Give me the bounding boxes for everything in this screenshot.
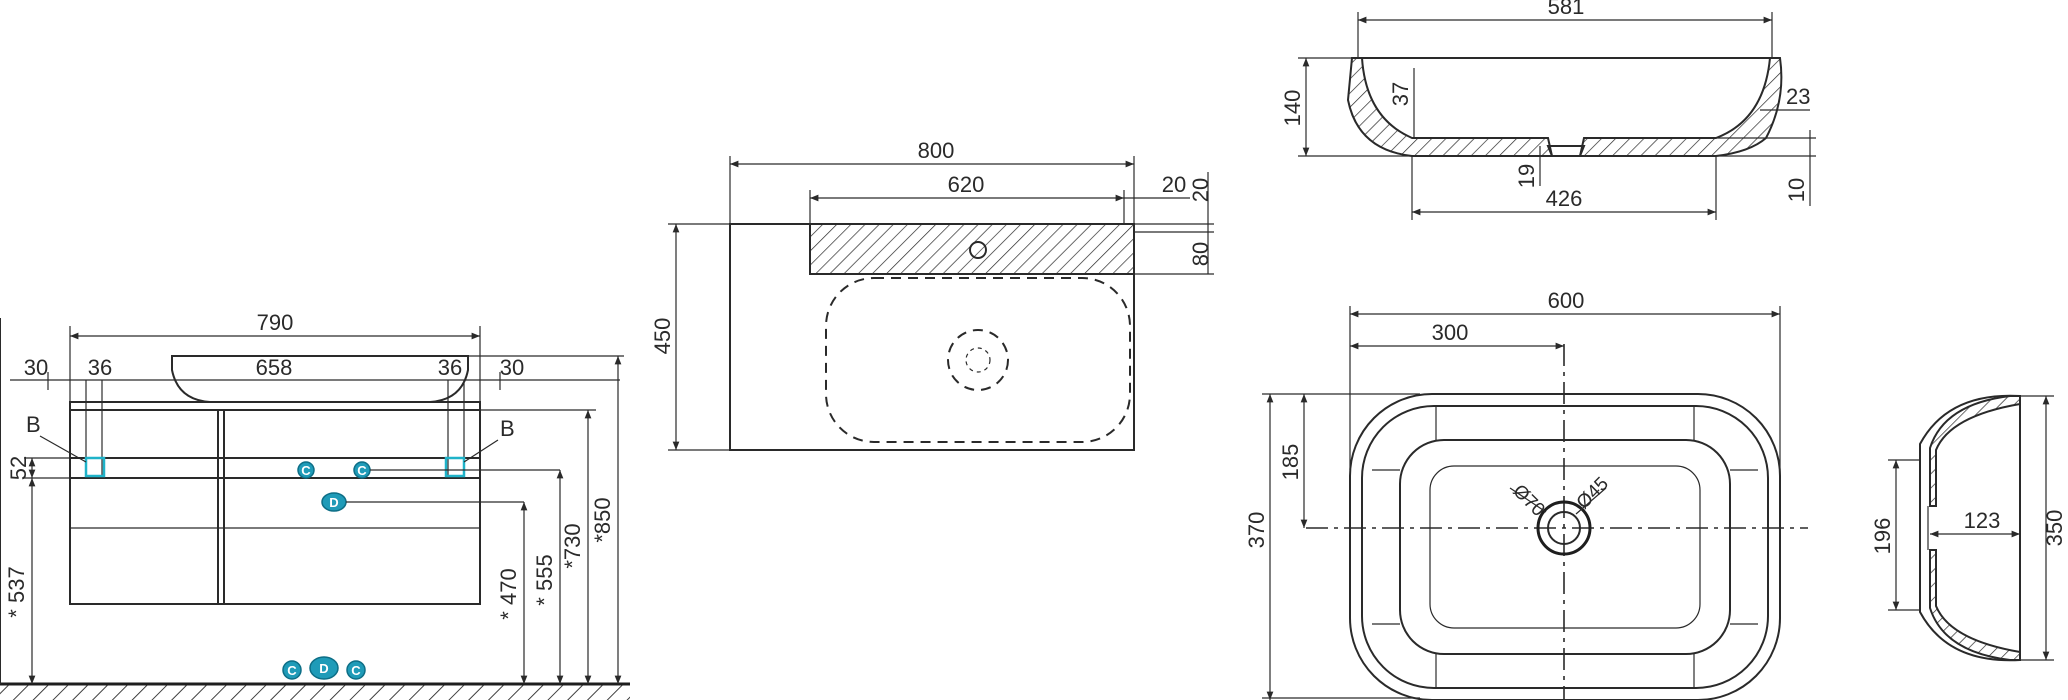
dim-text-10: 10: [1784, 178, 1809, 202]
dim-text-123: 123: [1964, 508, 2001, 533]
floor-marker-c-right: [346, 660, 366, 680]
dim-text-30-left: 30: [24, 355, 48, 380]
dim-text-19: 19: [1514, 164, 1539, 188]
side-outline: [1919, 394, 2021, 662]
dim-text-730: *730: [560, 523, 585, 568]
floor-marker-c-left: [282, 660, 302, 680]
dim-text-20-right: 20: [1162, 172, 1186, 197]
basin-section-right: [1578, 57, 1783, 157]
leader-b-right: [463, 439, 499, 463]
basin-side-view: 196 123 350: [1870, 394, 2067, 662]
drain-section: [1546, 145, 1586, 157]
cabinet-body: [69, 409, 481, 605]
floor-hatch: [0, 684, 630, 700]
dim-text-350: 350: [2042, 510, 2067, 547]
dim-text-52: 52: [6, 456, 31, 480]
marker-d-label: D: [329, 495, 338, 510]
countertop-hatched-band: [809, 223, 1135, 275]
marker-c-2-label: C: [357, 463, 367, 478]
dim-text-80: 80: [1188, 242, 1213, 266]
countertop-top-view: 800 620 20 20 80 450: [650, 138, 1214, 451]
cabinet-basin-outline: [171, 355, 469, 403]
floor-marker-c-right-label: C: [351, 663, 361, 678]
floor-marker-c-left-label: C: [287, 663, 297, 678]
cabinet-front-view: 790 30 36 658 36 30 B B 52 * 537 C C D: [0, 310, 630, 700]
bracket-right: [444, 456, 466, 478]
drain-outline-outer: [947, 329, 1009, 391]
dim-text-790: 790: [257, 310, 294, 335]
dim-text-36-right: 36: [438, 355, 462, 380]
leader-70: [1509, 487, 1547, 513]
basin-rim-outline: [1361, 405, 1769, 689]
dim-text-658: 658: [256, 355, 293, 380]
drain-outer: [1536, 500, 1592, 556]
cabinet-countertop: [69, 401, 481, 411]
drain-inner: [1547, 511, 1581, 545]
drain-outline-inner: [965, 347, 991, 373]
basin-outer-outline: [1349, 393, 1781, 700]
dim-text-450: 450: [650, 318, 675, 355]
side-wall-top: [1929, 395, 2021, 507]
basin-section-view: 581 140 37 23 19 426 10: [1280, 0, 1816, 220]
dim-text-850: *850: [590, 497, 615, 542]
dim-text-36-left: 36: [88, 355, 112, 380]
side-wall-bottom: [1929, 549, 2021, 661]
dim-text-800: 800: [918, 138, 955, 163]
floor-marker-d-label: D: [319, 661, 328, 676]
dim-text-196: 196: [1870, 518, 1895, 555]
leader-45: [1575, 487, 1607, 515]
dim-text-600: 600: [1548, 288, 1585, 313]
dim-text-300: 300: [1432, 320, 1469, 345]
basin-bowl-inner: [1429, 465, 1701, 629]
dim-text-555: * 555: [532, 554, 557, 605]
dim-text-30-right: 30: [500, 355, 524, 380]
basin-section-left: [1346, 57, 1554, 157]
dim-text-470: * 470: [496, 568, 521, 619]
dim-text-23: 23: [1786, 84, 1810, 109]
dim-text-37: 37: [1388, 82, 1413, 106]
bracket-left: [84, 456, 106, 478]
basin-cutout-outline: [825, 277, 1131, 443]
floor-marker-d: [309, 656, 339, 680]
basin-plan-view: Ø70 Ø45 600 300 185 370: [1244, 288, 1808, 700]
dim-text-20-top: 20: [1188, 178, 1213, 202]
label-b-right: B: [500, 416, 515, 441]
leader-b-left: [39, 435, 87, 463]
dim-text-426: 426: [1546, 186, 1583, 211]
basin-bowl-outline: [1399, 439, 1731, 655]
label-b-left: B: [26, 412, 41, 437]
dim-text-537: * 537: [4, 566, 29, 617]
dim-text-370: 370: [1244, 512, 1269, 549]
dim-text-140: 140: [1280, 90, 1305, 127]
marker-c-1-label: C: [301, 463, 311, 478]
dim-text-581: 581: [1548, 0, 1585, 19]
dim-text-620: 620: [948, 172, 985, 197]
tap-hole: [969, 241, 987, 259]
dim-text-185: 185: [1278, 444, 1303, 481]
marker-c-1: [297, 461, 315, 479]
